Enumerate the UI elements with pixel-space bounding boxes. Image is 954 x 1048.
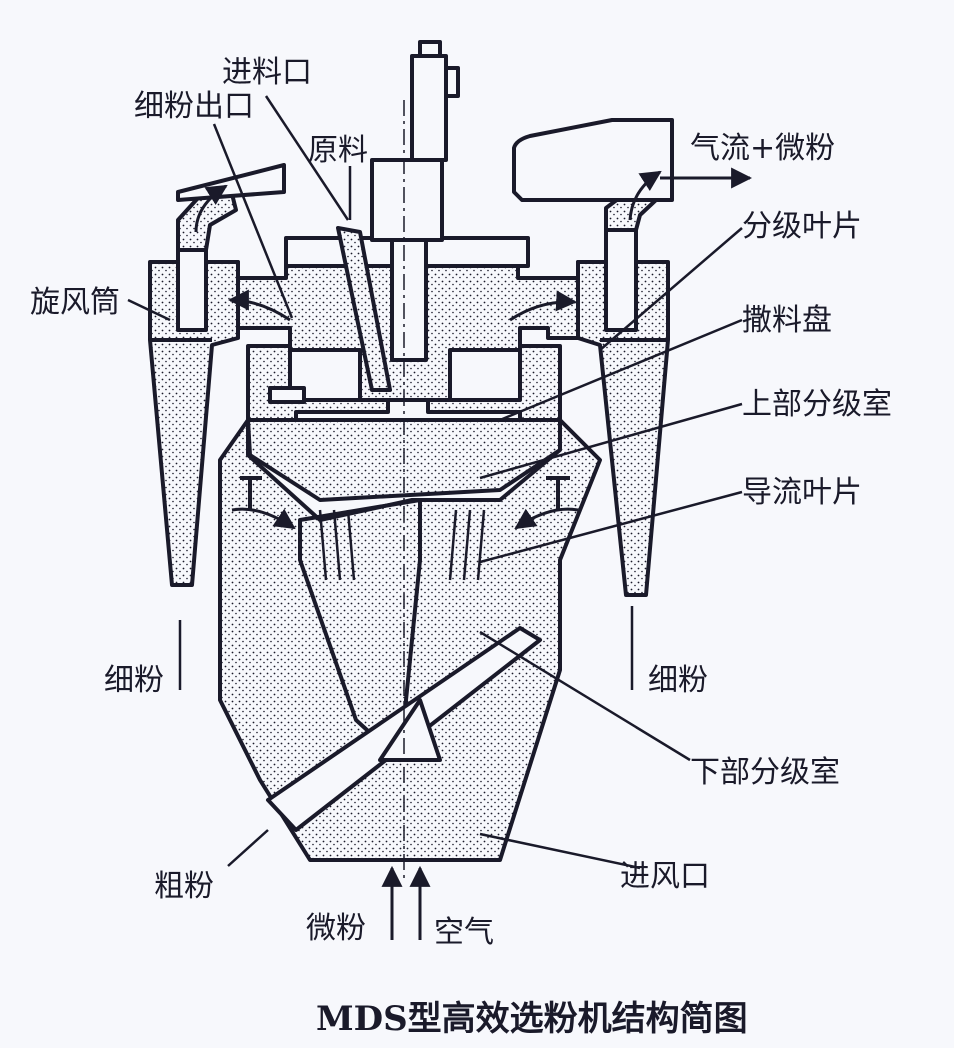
label-classifier-blades: 分级叶片 <box>742 209 862 244</box>
label-air: 空气 <box>434 915 494 950</box>
lower-chamber <box>218 418 602 862</box>
drive-shaft <box>370 40 460 362</box>
label-upper-chamber: 上部分级室 <box>742 387 892 422</box>
label-fine-outlet: 细粉出口 <box>134 89 254 124</box>
label-cyclone: 旋风筒 <box>30 285 120 320</box>
left-cyclone <box>148 163 286 587</box>
label-fine-right: 细粉 <box>648 663 708 698</box>
label-coarse: 粗粉 <box>154 869 214 904</box>
right-cyclone <box>512 118 674 597</box>
label-raw-material: 原料 <box>308 133 368 168</box>
label-guide-vanes: 导流叶片 <box>742 475 862 510</box>
label-lower-chamber: 下部分级室 <box>690 755 840 790</box>
label-spreader-disc: 撒料盘 <box>742 303 832 338</box>
label-feed-inlet: 进料口 <box>222 55 312 90</box>
label-air-inlet: 进风口 <box>620 859 710 894</box>
label-airflow-fine: 气流+微粉 <box>690 131 835 166</box>
label-fine-left: 细粉 <box>104 663 164 698</box>
label-micro-powder: 微粉 <box>306 911 366 946</box>
diagram-title: MDS型高效选粉机结构简图 <box>316 999 748 1039</box>
guide-vanes <box>240 476 570 581</box>
leader-lines <box>127 95 743 870</box>
flow-arrows <box>194 167 753 940</box>
